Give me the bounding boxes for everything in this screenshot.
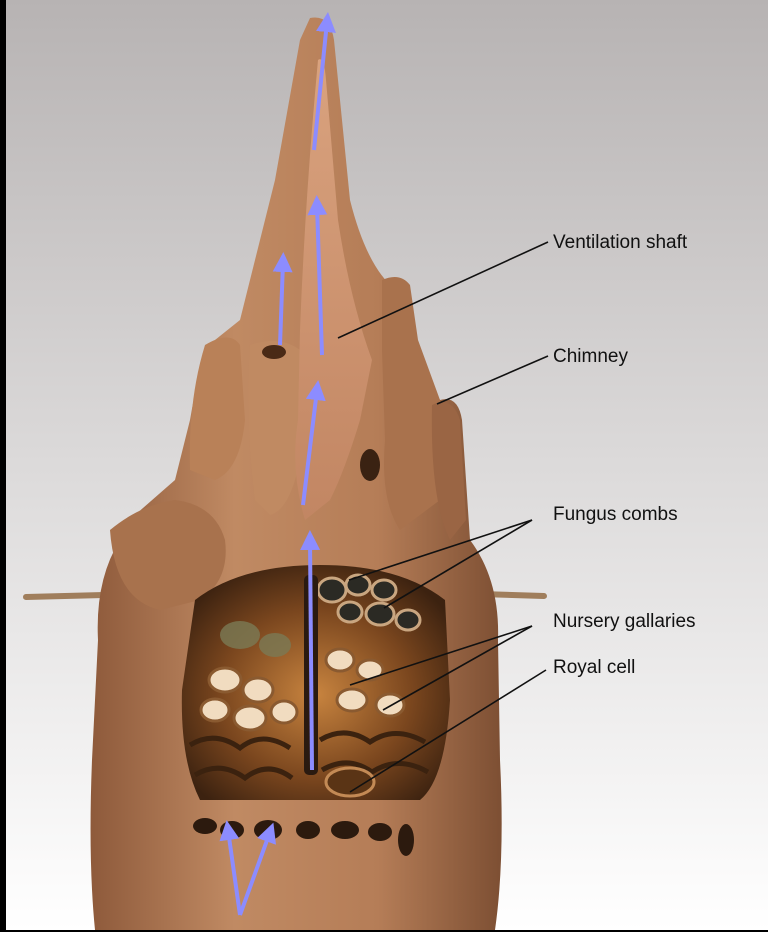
shaft-hole <box>360 449 380 481</box>
leader-line-fungus-combs-1 <box>348 519 533 581</box>
label-royal-cell: Royal cell <box>553 657 636 678</box>
leader-line-royal-cell <box>349 669 547 793</box>
airflow-arrow <box>219 820 242 916</box>
leader-line-chimney <box>436 355 549 405</box>
chimney-left <box>189 337 245 480</box>
airflow-arrow <box>238 822 277 916</box>
leader-line-ventilation-shaft <box>337 241 549 339</box>
label-ventilation-shaft: Ventilation shaft <box>553 232 688 253</box>
airflow-arrow <box>312 12 336 151</box>
airflow-arrow <box>300 530 321 771</box>
airflow-arrow <box>272 252 293 346</box>
airflow-arrows <box>219 12 336 916</box>
nursery-gallery-cells <box>199 647 406 732</box>
fungus-comb-green <box>220 621 291 657</box>
chimney-opening <box>262 345 286 359</box>
label-fungus-combs: Fungus combs <box>553 504 678 525</box>
leader-line-fungus-combs-2 <box>383 519 533 609</box>
airflow-arrow <box>301 380 326 506</box>
label-nursery-galleries: Nursery gallaries <box>553 611 696 632</box>
fungus-comb-cluster <box>316 573 422 632</box>
airflow-arrow <box>307 195 328 356</box>
leader-line-nursery-2 <box>382 625 533 711</box>
leader-line-nursery-1 <box>349 625 533 686</box>
comb-network-lower <box>188 730 430 782</box>
chimney-right <box>382 276 448 530</box>
label-chimney: Chimney <box>553 346 628 367</box>
chimney-outer-right <box>431 402 466 540</box>
mound-lump-left <box>110 500 226 610</box>
royal-cell <box>324 766 376 798</box>
chimney-center-left <box>248 341 300 515</box>
